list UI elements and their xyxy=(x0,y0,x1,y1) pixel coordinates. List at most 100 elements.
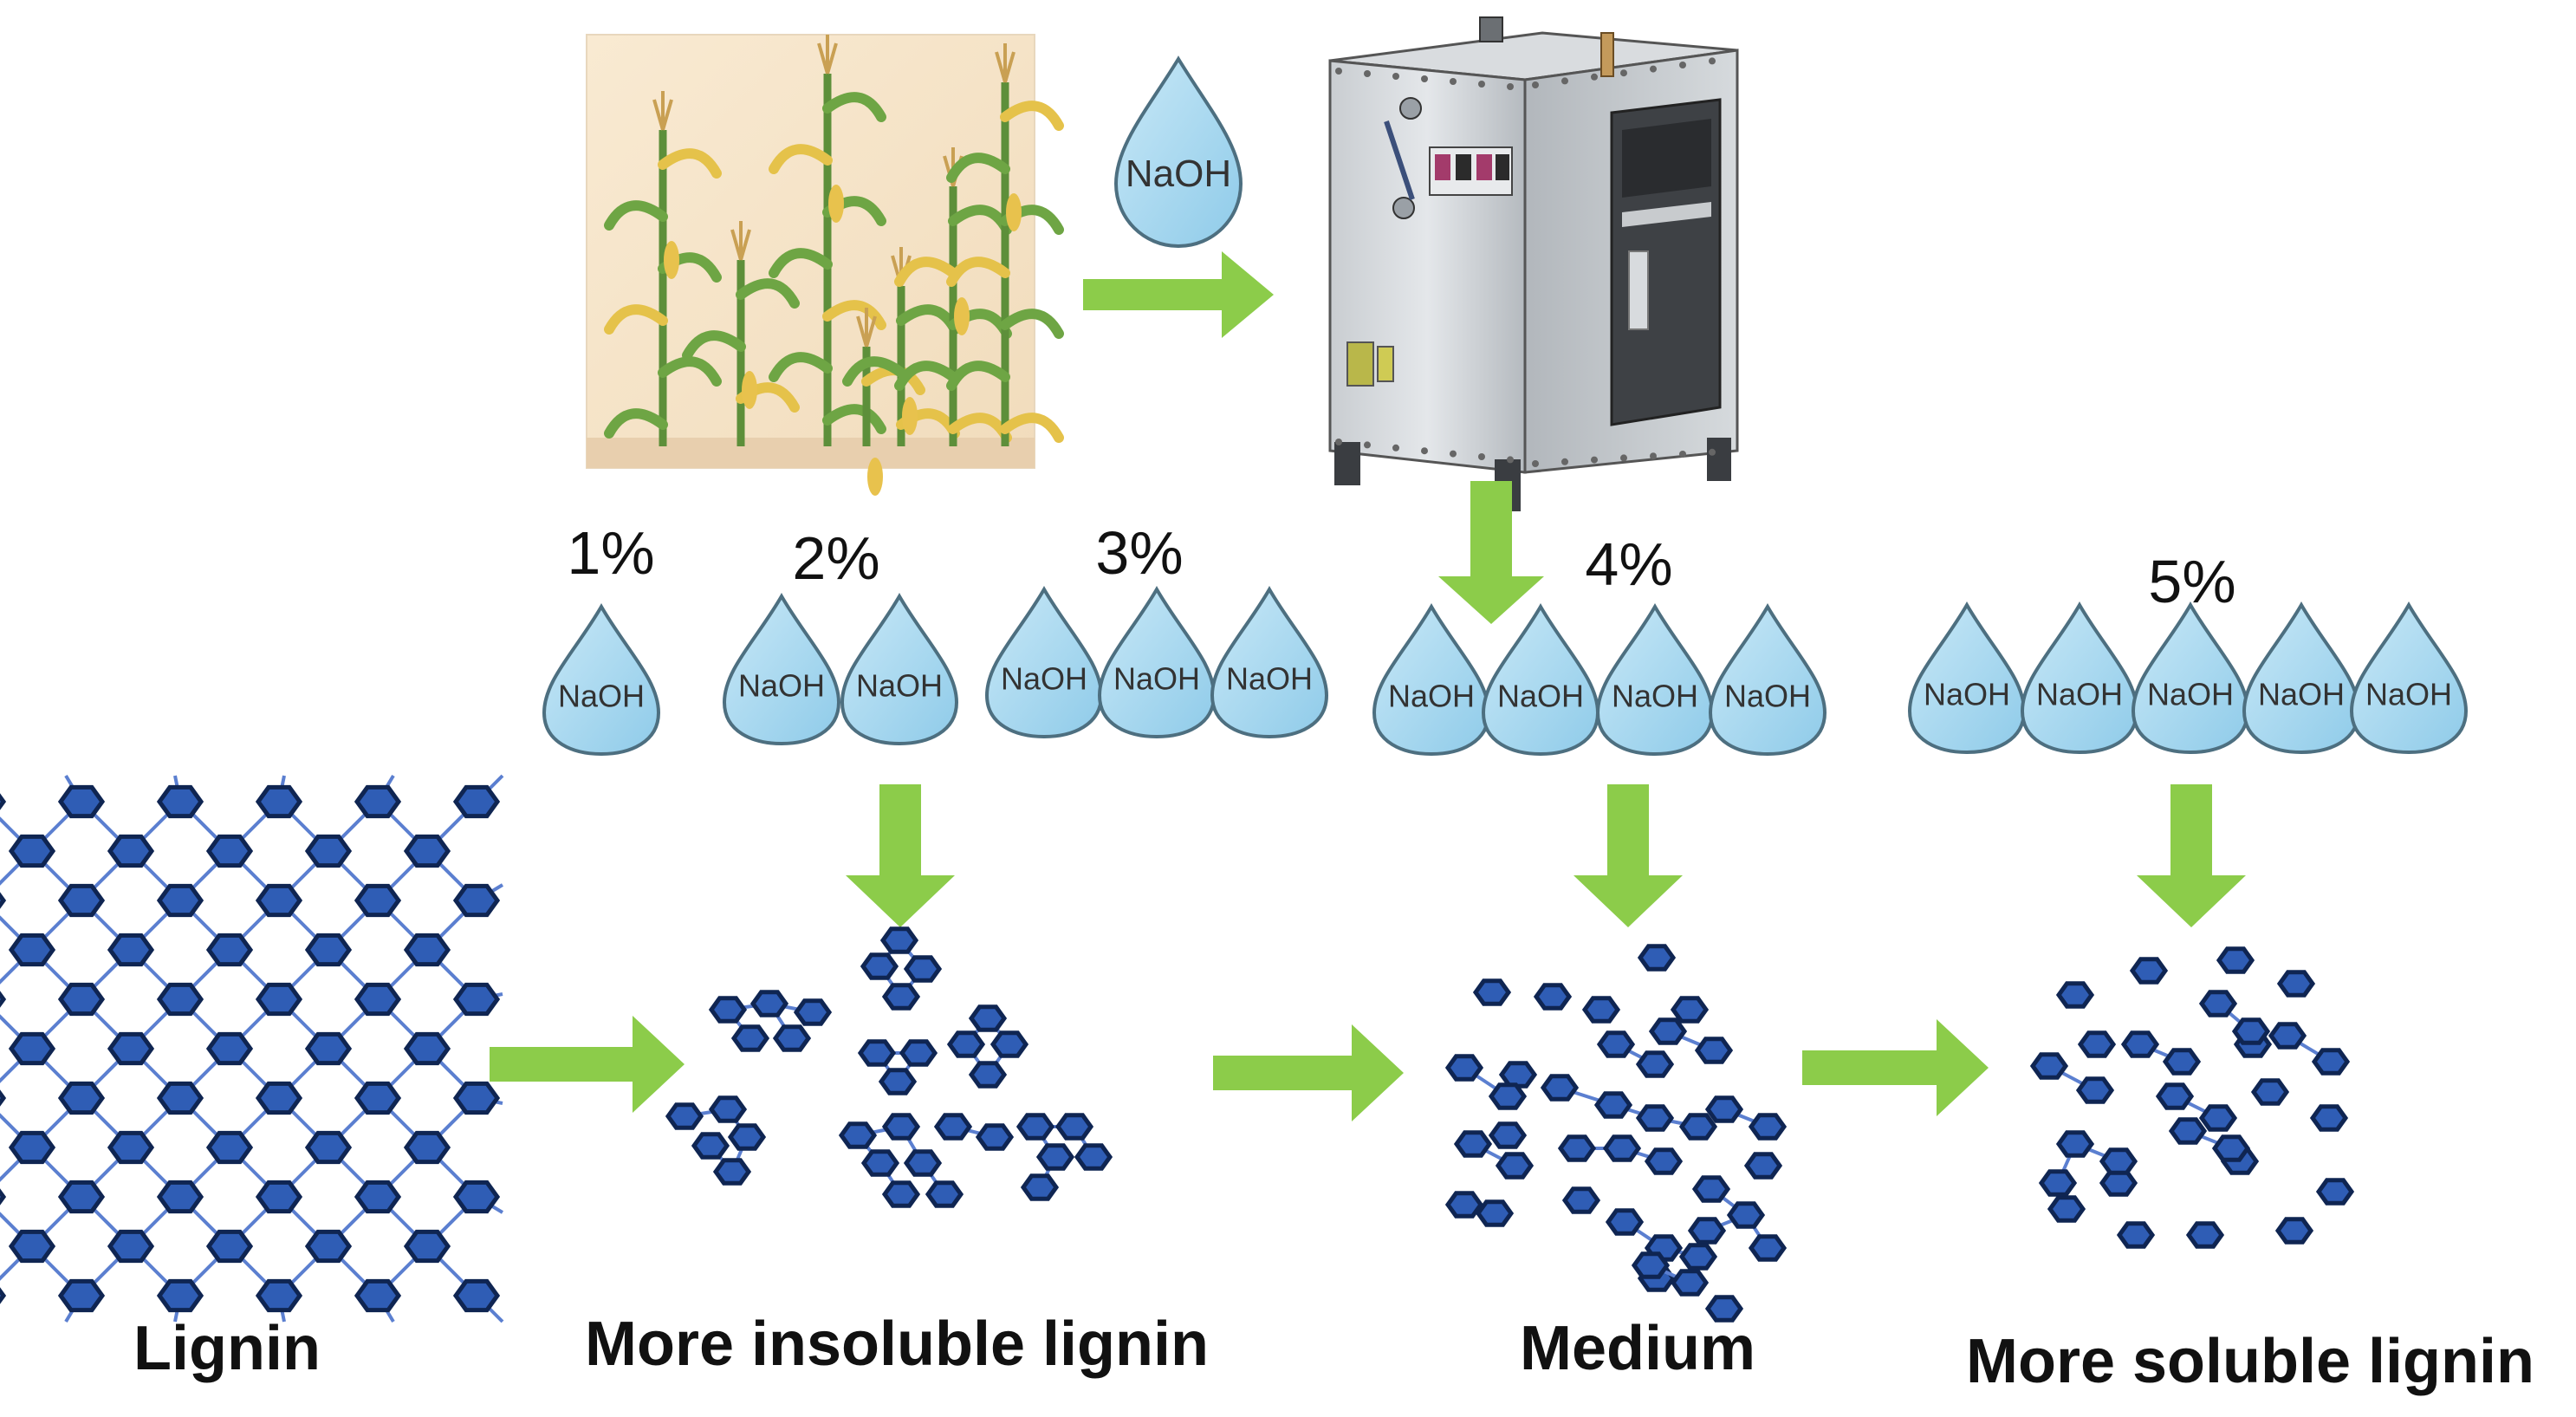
drop-label: NaOH xyxy=(738,668,825,704)
hexagon-molecule-icon xyxy=(1581,996,1621,1024)
hexagon-molecule-icon xyxy=(403,1229,451,1264)
concentration-label: 5% xyxy=(2148,548,2235,615)
hexagon-molecule-icon xyxy=(107,1031,155,1066)
hexagon-molecule-icon xyxy=(1635,1050,1675,1078)
hexagon-molecule-icon xyxy=(2099,1147,2138,1175)
hexagon-molecule-icon xyxy=(708,996,748,1024)
caption-lignin: Lignin xyxy=(133,1314,321,1383)
hexagon-molecule-icon xyxy=(1540,1074,1580,1102)
hexagon-molecule-icon xyxy=(2038,1169,2078,1197)
hexagon-molecule-icon xyxy=(304,834,353,868)
hexagon-molecule-icon xyxy=(975,1123,1015,1151)
hexagon-molecule-icon xyxy=(1074,1143,1113,1171)
hexagon-molecule-icon xyxy=(255,883,303,918)
drop-label: NaOH xyxy=(1724,679,1811,714)
naoh-drop-icon: NaOH xyxy=(542,603,661,757)
arrow-4pct-down xyxy=(1574,784,1683,927)
hexagon-molecule-icon xyxy=(772,1024,812,1052)
hexagon-molecule-icon xyxy=(156,1081,204,1115)
arrow-insoluble-to-medium xyxy=(1213,1024,1404,1121)
hexagon-molecule-icon xyxy=(8,1229,56,1264)
hexagon-molecule-icon xyxy=(1054,1113,1094,1141)
hexagon-molecule-icon xyxy=(1670,996,1710,1024)
hexagon-molecule-icon xyxy=(205,1130,254,1165)
concentration-1: 1% NaOH xyxy=(542,519,661,757)
hexagon-molecule-icon xyxy=(304,933,353,967)
hexagon-molecule-icon xyxy=(1557,1134,1597,1162)
hexagon-molecule-icon xyxy=(1678,1243,1718,1271)
hexagon-molecule-icon xyxy=(1691,1175,1731,1203)
drop-label: NaOH xyxy=(2147,677,2234,712)
naoh-drop-icon: NaOH xyxy=(2131,601,2250,755)
hexagon-molecule-icon xyxy=(903,955,943,983)
hexagon-molecule-icon xyxy=(57,1278,106,1313)
corn-stalk xyxy=(682,221,800,446)
hexagon-molecule-icon xyxy=(156,1180,204,1214)
hexagon-molecule-icon xyxy=(403,1130,451,1165)
hexagon-molecule-icon xyxy=(156,1278,204,1313)
hexagon-molecule-icon xyxy=(0,991,7,1008)
hexagon-molecule-icon xyxy=(2276,970,2316,998)
drop-label: NaOH xyxy=(2036,677,2123,712)
corn-stalk xyxy=(604,91,722,446)
hexagon-molecule-icon xyxy=(2055,1130,2095,1158)
hexagon-molecule-icon xyxy=(1495,1152,1535,1180)
hexagon-molecule-icon xyxy=(860,1149,900,1177)
hexagon-molecule-icon xyxy=(1035,1143,1075,1171)
hexagon-molecule-icon xyxy=(156,784,204,819)
arrow-2pct-down xyxy=(846,784,955,927)
corn-stalk xyxy=(769,35,886,446)
hexagon-molecule-icon xyxy=(712,1158,752,1186)
hexagon-molecule-icon xyxy=(205,1229,254,1264)
hexagon-molecule-icon xyxy=(1670,1269,1710,1297)
hexagon-molecule-icon xyxy=(2185,1221,2225,1249)
naoh-drop-icon: NaOH xyxy=(1097,586,1217,739)
drop-label: NaOH xyxy=(558,679,645,714)
naoh-drop-icon: NaOH xyxy=(1595,603,1715,757)
hexagon-molecule-icon xyxy=(2216,946,2255,974)
hexagon-molecule-icon xyxy=(838,1121,878,1149)
hexagon-molecule-icon xyxy=(2309,1104,2349,1132)
hexagon-molecule-icon xyxy=(1635,1104,1675,1132)
caption-more-soluble-lignin: More soluble lignin xyxy=(1966,1327,2534,1396)
concentration-label: 1% xyxy=(567,519,654,587)
hexagon-molecule-icon xyxy=(2077,1030,2117,1058)
naoh-drop-icon: NaOH xyxy=(1907,601,2027,755)
hexagon-molecule-icon xyxy=(354,784,402,819)
hexagon-molecule-icon xyxy=(205,834,254,868)
hexagon-molecule-icon xyxy=(1743,1152,1783,1180)
naoh-drop-icon: NaOH xyxy=(722,593,841,746)
hexagon-molecule-icon xyxy=(2268,1022,2307,1050)
hexagon-molecule-icon xyxy=(452,982,501,1017)
hexagon-molecule-icon xyxy=(205,933,254,967)
drop-label: NaOH xyxy=(2365,677,2452,712)
medium-lignin-fragments xyxy=(1444,944,1788,1323)
naoh-drop-icon: NaOH xyxy=(1372,603,1491,757)
hexagon-molecule-icon xyxy=(354,982,402,1017)
naoh-drop-icon: NaOH xyxy=(1210,586,1329,739)
naoh-drop-icon: NaOH xyxy=(840,593,959,746)
drop-label: NaOH xyxy=(1612,679,1698,714)
hexagon-molecule-icon xyxy=(2250,1078,2290,1106)
hexagon-molecule-icon xyxy=(903,1149,943,1177)
hexagon-molecule-icon xyxy=(2120,1030,2160,1058)
hexagon-molecule-icon xyxy=(2168,1117,2208,1145)
hexagon-molecule-icon xyxy=(107,1130,155,1165)
hexagon-molecule-icon xyxy=(1704,1095,1744,1123)
hexagon-molecule-icon xyxy=(1644,1147,1684,1175)
hexagon-molecule-icon xyxy=(2198,990,2238,1017)
hexagon-molecule-icon xyxy=(946,1030,986,1058)
hexagon-molecule-icon xyxy=(57,784,106,819)
hexagon-molecule-icon xyxy=(899,1039,938,1067)
hexagon-molecule-icon xyxy=(403,1031,451,1066)
hexagon-molecule-icon xyxy=(304,1031,353,1066)
hexagon-molecule-icon xyxy=(990,1030,1029,1058)
naoh-drop-icon: NaOH xyxy=(2020,601,2139,755)
hexagon-molecule-icon xyxy=(107,933,155,967)
hexagon-molecule-icon xyxy=(1631,1251,1671,1279)
hexagon-molecule-icon xyxy=(879,926,919,954)
hexagon-molecule-icon xyxy=(1678,1113,1718,1141)
hexagon-molecule-icon xyxy=(1748,1234,1788,1262)
hexagon-molecule-icon xyxy=(1605,1208,1645,1236)
